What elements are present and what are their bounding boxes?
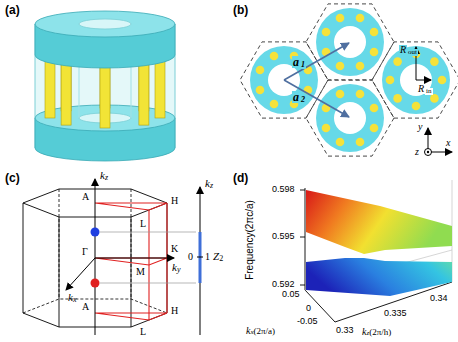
subscript: 2 — [219, 255, 223, 263]
cylinder-structure — [35, 11, 175, 161]
axis-label: y — [418, 122, 422, 132]
tick-label: 0.33 — [336, 326, 354, 335]
symmetry-point: L — [140, 219, 146, 229]
lattice-vector-label: a — [292, 56, 300, 68]
hexagonal-lattice — [240, 4, 458, 156]
tick-label: 0.34 — [430, 294, 448, 303]
symmetry-point: H — [171, 196, 178, 206]
tick-label: 0.335 — [384, 309, 407, 318]
radius-label: R — [417, 84, 425, 94]
subscript: in — [425, 88, 432, 95]
tick-label: 0.598 — [272, 185, 295, 194]
subscript: y — [177, 266, 181, 274]
subscript: x — [73, 296, 77, 304]
symmetry-point: M — [136, 267, 145, 277]
subscript: z — [210, 182, 213, 190]
subscript: z — [105, 174, 108, 182]
panel-letter: (c) — [5, 172, 20, 184]
symmetry-point: Γ — [82, 247, 88, 257]
tick-label: 1 — [205, 252, 210, 262]
axis-unit: (2π/a) — [254, 327, 276, 336]
radius-label: R — [399, 45, 407, 55]
axis-label: z — [415, 147, 419, 157]
symmetry-point: A — [82, 302, 89, 312]
subscript: out — [407, 49, 418, 56]
tick-label: 0 — [306, 304, 311, 313]
axis-label: k — [172, 262, 177, 273]
tick-label: 0 — [188, 252, 193, 262]
symmetry-point: A — [82, 192, 89, 202]
invariant-label: Z — [213, 251, 219, 262]
axis-title: k — [362, 327, 366, 337]
axis-label: k — [205, 178, 210, 189]
band-surface-plot — [300, 180, 452, 322]
tick-label: -0.05 — [297, 317, 318, 326]
panel-letter: (a) — [5, 4, 20, 16]
panel-letter: (b) — [233, 4, 248, 16]
subscript: 1 — [300, 61, 306, 69]
brillouin-zone — [23, 179, 203, 335]
subscript: 2 — [300, 96, 306, 104]
symmetry-point: L — [140, 327, 146, 337]
tick-label: 0.05 — [282, 290, 300, 299]
axis-label: k — [68, 292, 73, 303]
subscript: x — [250, 329, 253, 336]
axis-title: Frequency(2πc/a) — [245, 200, 255, 280]
lattice-vector-label: a — [292, 91, 300, 103]
panel-letter: (d) — [233, 172, 248, 184]
tick-label: 0.595 — [272, 232, 295, 241]
axis-label: k — [100, 170, 105, 181]
symmetry-point: K — [171, 244, 178, 254]
axis-unit: (2π/h) — [369, 328, 391, 337]
subscript: z — [366, 330, 369, 337]
axis-label: x — [446, 138, 450, 148]
axis-title: k — [246, 326, 250, 336]
symmetry-point: H — [171, 306, 178, 316]
tick-label: 0.592 — [272, 280, 295, 289]
